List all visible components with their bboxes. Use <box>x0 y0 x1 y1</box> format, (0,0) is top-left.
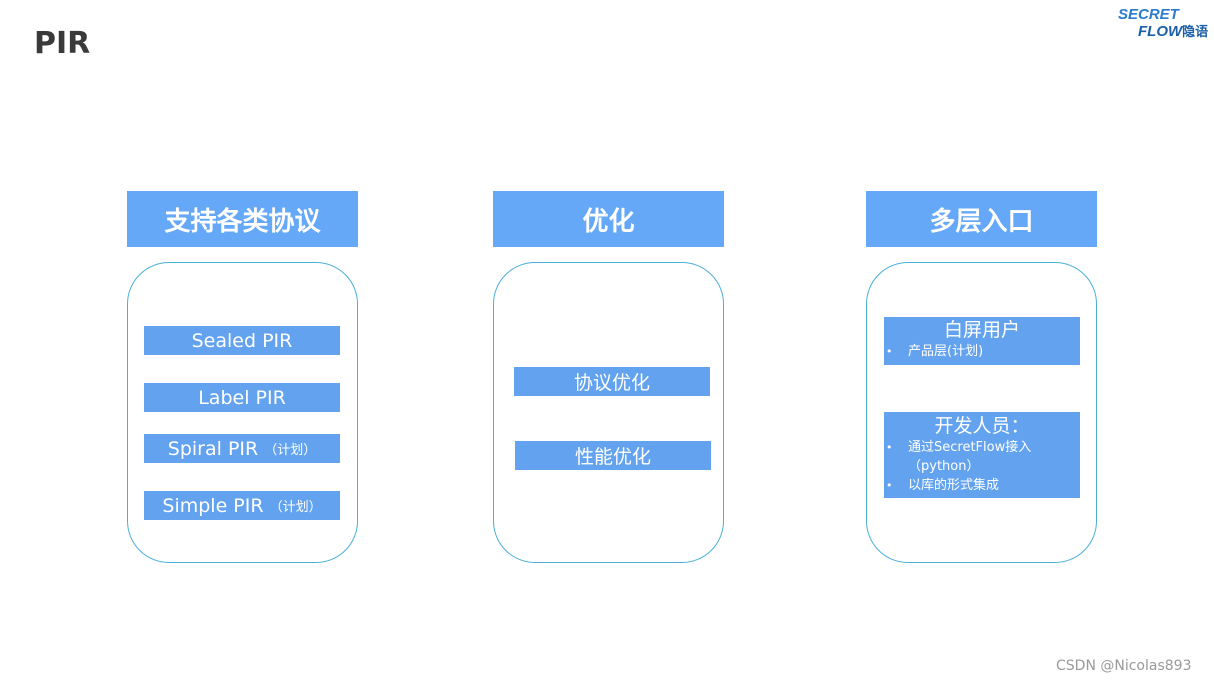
optimization-item-label: 性能优化 <box>574 446 651 468</box>
protocol-item-label: Sealed PIR <box>191 329 293 352</box>
optimization-header: 优化 <box>493 191 724 247</box>
card-bullet: 产品层(计划) <box>886 342 1080 361</box>
logo-cn: 隐语 <box>1182 24 1209 39</box>
protocol-item-label: Label PIR <box>198 386 286 409</box>
protocol-item: Simple PIR （计划） <box>144 491 340 520</box>
protocols-header: 支持各类协议 <box>127 191 358 247</box>
secretflow-logo: SECRET FLOW隐语 <box>1116 6 1214 40</box>
card-bullet: 通过SecretFlow接入 （python） <box>886 438 1080 476</box>
entry-card-ui-users: 白屏用户 产品层(计划) <box>884 317 1080 365</box>
bullet-text: 产品层 <box>908 344 948 359</box>
protocol-item: Spiral PIR （计划） <box>144 434 340 463</box>
optimization-item-label: 协议优化 <box>573 372 650 394</box>
bullet-text: 通过SecretFlow接入 <box>908 440 1032 455</box>
protocol-item: Sealed PIR <box>144 326 340 355</box>
card-title: 白屏用户 <box>943 319 1020 341</box>
card-bullets: 通过SecretFlow接入 （python） 以库的形式集成 <box>884 438 1080 495</box>
bullet-text: 以库的形式集成 <box>908 478 1000 493</box>
protocol-item: Label PIR <box>144 383 340 412</box>
bullet-note: (计划) <box>947 344 984 359</box>
csdn-watermark: CSDN @Nicolas893 <box>1056 658 1192 674</box>
protocol-item-label: Simple PIR <box>162 494 264 517</box>
logo-line1: SECRET <box>1118 6 1179 23</box>
card-bullet: 以库的形式集成 <box>886 476 1080 495</box>
protocol-item-label: Spiral PIR <box>167 437 259 460</box>
logo-line2: FLOW隐语 <box>1138 21 1208 40</box>
entry-card-developers: 开发人员： 通过SecretFlow接入 （python） 以库的形式集成 <box>884 412 1080 498</box>
card-title: 开发人员： <box>934 415 1030 437</box>
card-bullets: 产品层(计划) <box>884 342 1080 361</box>
logo-line2-text: FLOW <box>1138 23 1183 40</box>
optimization-box <box>493 262 724 563</box>
optimization-item: 协议优化 <box>514 367 710 396</box>
optimization-item: 性能优化 <box>515 441 711 470</box>
bullet-continuation: （python） <box>908 459 980 474</box>
entry-header: 多层入口 <box>866 191 1097 247</box>
protocol-item-note: （计划） <box>269 500 322 515</box>
page-title: PIR <box>34 26 91 61</box>
protocol-item-note: （计划） <box>264 443 317 458</box>
